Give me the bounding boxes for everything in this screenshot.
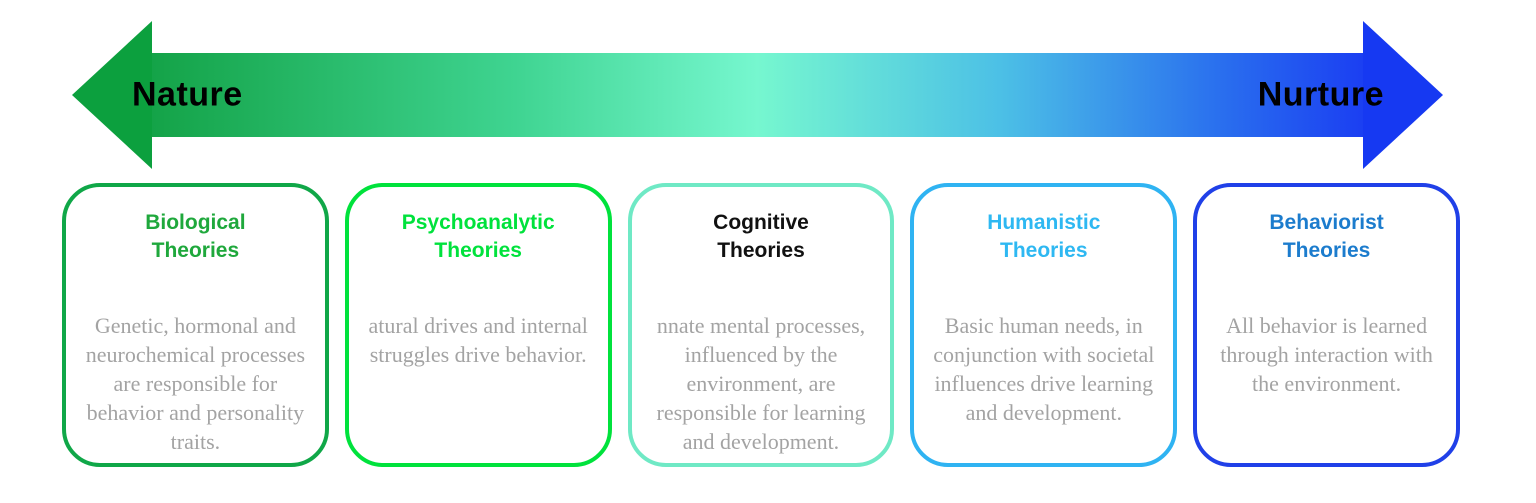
title-line: Theories — [434, 239, 522, 262]
theory-box-title: Psychoanalytic Theories — [349, 209, 608, 265]
theory-box-biological: Biological Theories Genetic, hormonal an… — [62, 183, 329, 467]
theory-box-description: All behavior is learned through interact… — [1220, 313, 1433, 396]
theory-box-behaviorist: Behaviorist Theories All behavior is lea… — [1193, 183, 1460, 467]
theory-box-title: Cognitive Theories — [632, 209, 891, 265]
theory-box-description: nnate mental processes, influenced by th… — [656, 313, 866, 454]
theory-box-description: atural drives and internal struggles dri… — [368, 313, 588, 367]
title-line: Psychoanalytic — [401, 211, 555, 234]
title-line: Behaviorist — [1269, 211, 1384, 234]
title-line: Theories — [1000, 239, 1088, 262]
title-line: Humanistic — [987, 211, 1101, 234]
title-line: Theories — [717, 239, 805, 262]
theory-box-description: Basic human needs, in conjunction with s… — [933, 313, 1155, 425]
title-line: Cognitive — [713, 211, 809, 234]
theory-box-title: Humanistic Theories — [914, 209, 1173, 265]
nature-label: Nature — [132, 75, 243, 114]
arrow-shaft — [152, 53, 1363, 137]
title-line: Biological — [145, 211, 246, 234]
theory-box-description: Genetic, hormonal and neurochemical proc… — [85, 313, 306, 454]
nurture-label: Nurture — [1257, 75, 1384, 114]
title-line: Theories — [1282, 239, 1371, 262]
theory-box-psychoanalytic: Psychoanalytic Theories atural drives an… — [344, 183, 612, 467]
title-line: Theories — [151, 239, 240, 262]
theory-box-cognitive: Cognitive Theories nnate mental processe… — [627, 183, 895, 467]
theory-box-humanistic: Humanistic Theories Basic human needs, i… — [910, 183, 1178, 467]
theory-box-title: Behaviorist Theories — [1197, 209, 1456, 265]
theory-box-title: Biological Theories — [66, 209, 325, 265]
theory-boxes-row: Biological Theories Genetic, hormonal an… — [62, 183, 1460, 467]
nature-nurture-gradient-arrow: Nature Nurture — [72, 21, 1443, 169]
